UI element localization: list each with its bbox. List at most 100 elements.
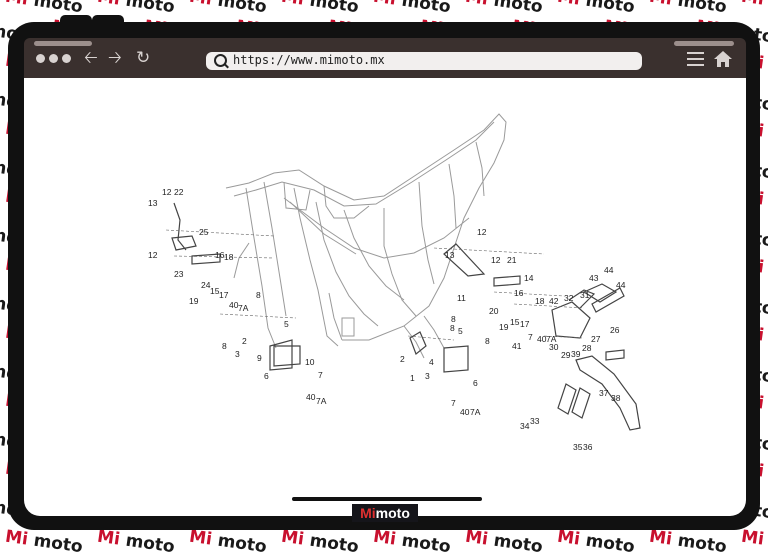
part-number-label: 8 <box>450 323 455 333</box>
right-pillion-peg-part <box>443 345 469 373</box>
part-number-label: 18 <box>224 252 234 262</box>
part-number-label: 2 <box>400 354 405 364</box>
tab-strip <box>34 41 92 46</box>
leader-lines <box>165 229 585 341</box>
part-number-label: 9 <box>257 353 262 363</box>
part-number-label: 16 <box>514 288 524 298</box>
part-number-label: 40 <box>229 300 239 310</box>
home-icon[interactable] <box>713 50 733 68</box>
window-dot <box>62 54 71 63</box>
watermark-logo: Mi moto <box>647 526 728 555</box>
watermark-logo: Mi moto <box>372 0 452 18</box>
watermark-logo: Mi moto <box>556 0 636 18</box>
part-number-label: 7 <box>528 332 533 342</box>
reload-icon[interactable]: ↻ <box>136 48 151 68</box>
watermark-logo: Mi moto <box>95 526 176 555</box>
bolt-part <box>605 349 625 361</box>
part-number-label: 3 <box>425 371 430 381</box>
window-dots <box>36 54 71 63</box>
right-footpeg-part <box>493 275 521 287</box>
window-dot <box>49 54 58 63</box>
part-number-label: 23 <box>174 269 184 279</box>
side-stand-part <box>575 355 641 431</box>
brake-lever-part <box>568 289 596 309</box>
part-number-label: 12 <box>148 250 158 260</box>
part-number-label: 36 <box>583 442 593 452</box>
part-number-label: 32 <box>564 293 574 303</box>
part-number-label: 7 <box>318 370 323 380</box>
part-number-label: 34 <box>520 421 530 431</box>
part-number-label: 5 <box>284 319 289 329</box>
rear-brake-bracket-part <box>551 301 591 339</box>
watermark-logo: Mi moto <box>464 0 544 18</box>
part-number-label: 43 <box>589 273 599 283</box>
forward-arrow-icon[interactable]: 🡢 <box>108 48 122 68</box>
part-number-label: 24 <box>201 280 211 290</box>
spring-part <box>571 387 591 419</box>
left-footpeg-bracket-part <box>173 202 187 251</box>
part-number-label: 11 <box>457 293 466 303</box>
part-number-label: 38 <box>611 393 621 403</box>
part-number-label: 12 <box>162 187 172 197</box>
part-number-label: 33 <box>530 416 540 426</box>
part-number-label: 8 <box>451 314 456 324</box>
part-number-label: 1 <box>410 373 415 383</box>
part-number-label: 26 <box>610 325 620 335</box>
part-number-label: 7 <box>451 398 456 408</box>
watermark-logo: Mi moto <box>188 0 268 18</box>
watermark-logo: Mi moto <box>3 526 84 555</box>
part-number-label: 7A <box>238 303 249 313</box>
part-number-label: 7A <box>470 407 481 417</box>
logo-moto: moto <box>375 505 410 521</box>
part-number-label: 44 <box>604 265 614 275</box>
part-number-label: 8 <box>485 336 490 346</box>
browser-toolbar: 🡠 🡢 ↻ https://www.mimoto.mx <box>24 38 746 78</box>
part-number-label: 27 <box>591 334 601 344</box>
part-number-label: 22 <box>174 187 184 197</box>
motorcycle-frame-drawing <box>225 113 507 359</box>
watermark-logo: Mi moto <box>280 0 360 18</box>
part-number-label: 13 <box>445 250 455 260</box>
watermark-logo: Mi moto <box>279 526 360 555</box>
part-number-label: 6 <box>264 371 269 381</box>
part-number-label: 8 <box>256 290 261 300</box>
part-number-label: 29 <box>561 350 571 360</box>
mimoto-logo: Mimoto <box>352 504 418 522</box>
watermark-logo: Mi moto <box>187 526 268 555</box>
part-number-label: 15 <box>210 286 220 296</box>
window-dot <box>36 54 45 63</box>
spring-part <box>557 383 577 415</box>
left-footpeg-bracket-part <box>171 235 197 251</box>
part-number-label: 12 <box>491 255 501 265</box>
right-footpeg-bracket-part <box>443 243 486 277</box>
part-number-label: 39 <box>571 349 581 359</box>
part-number-label: 37 <box>599 388 609 398</box>
part-number-label: 40 <box>460 407 470 417</box>
master-cylinder-part <box>582 283 618 303</box>
left-pillion-peg-part <box>269 339 293 371</box>
part-number-label: 6 <box>473 378 478 388</box>
menu-icon[interactable] <box>687 52 704 66</box>
part-number-label: 16 <box>215 250 225 260</box>
part-number-label: 35 <box>573 442 583 452</box>
back-arrow-icon[interactable]: 🡠 <box>84 48 98 68</box>
part-number-label: 10 <box>305 357 315 367</box>
part-number-label: 2 <box>242 336 247 346</box>
part-number-label: 15 <box>510 317 520 327</box>
part-number-label: 42 <box>549 296 559 306</box>
watermark-logo: Mi moto <box>739 526 766 550</box>
tab-strip <box>674 41 734 46</box>
address-bar[interactable]: https://www.mimoto.mx <box>206 52 642 70</box>
parts-drawings <box>171 202 641 431</box>
watermark-logo: Mi moto <box>371 526 452 555</box>
part-number-label: 7A <box>546 334 557 344</box>
part-number-label: 25 <box>199 227 209 237</box>
heel-guard-part <box>591 287 625 313</box>
part-number-label: 28 <box>582 343 592 353</box>
logo-mi: Mi <box>360 505 376 521</box>
part-number-label: 19 <box>499 322 509 332</box>
part-number-label: 19 <box>189 296 199 306</box>
